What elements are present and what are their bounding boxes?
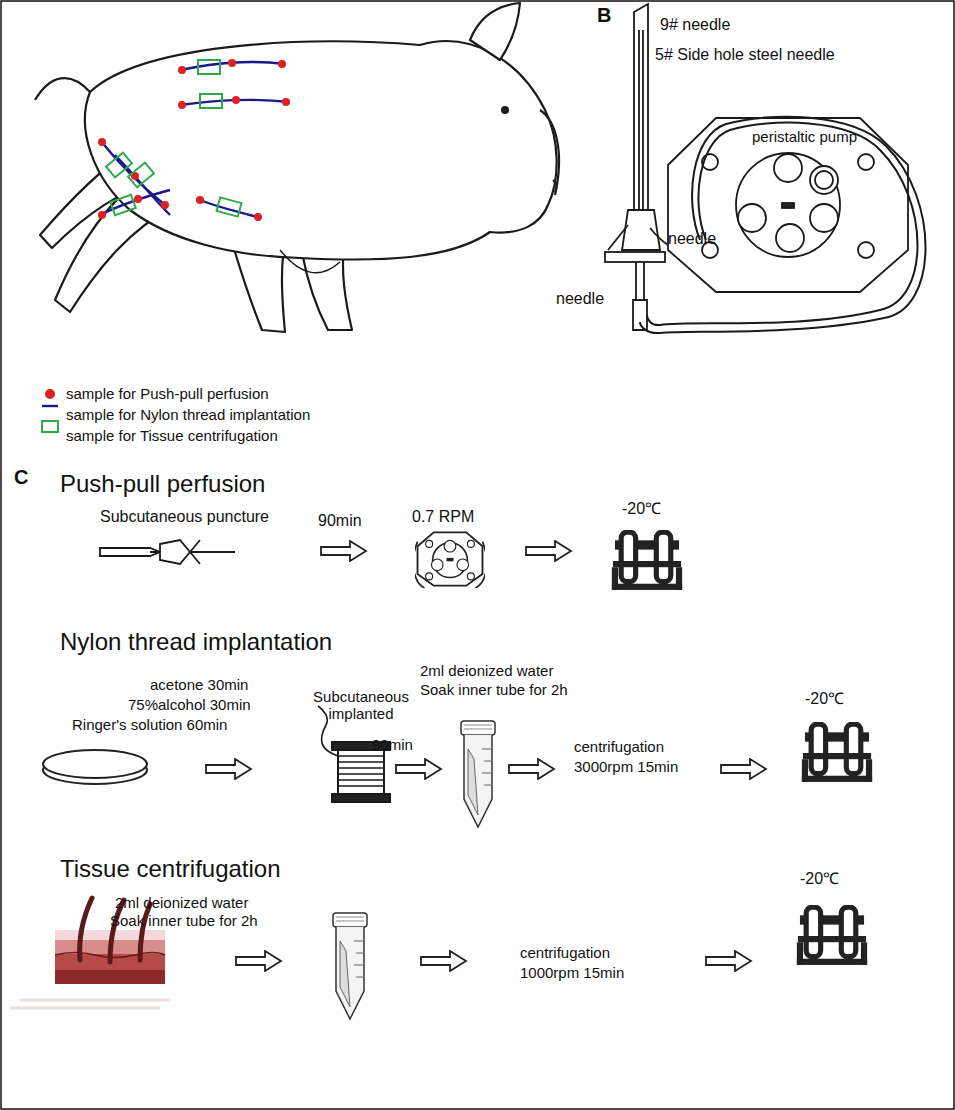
panel-heading: B — [597, 4, 611, 27]
label: 9# needle — [660, 16, 730, 34]
label: 2ml deionized water — [420, 662, 553, 679]
label: Subcutaneous puncture — [100, 508, 269, 526]
label: Soak inner tube for 2h — [110, 912, 258, 929]
label: Subcutaneous implanted — [296, 688, 426, 723]
legend-text: sample for Nylon thread implantation — [66, 406, 310, 423]
label: -20℃ — [622, 500, 661, 518]
label: centrifugation — [574, 738, 664, 755]
legend-text: sample for Push-pull perfusion — [66, 385, 269, 402]
panel-heading: Nylon thread implantation — [60, 628, 332, 656]
label: needle — [556, 290, 604, 308]
label: needle — [668, 230, 716, 248]
panel-heading: Tissue centrifugation — [60, 855, 281, 883]
panel-heading: Push-pull perfusion — [60, 470, 265, 498]
label: 5# Side hole steel needle — [655, 46, 835, 64]
label: peristaltic pump — [752, 128, 857, 145]
label: Ringer's solution 60min — [72, 716, 227, 733]
legend-text: sample for Tissue centrifugation — [66, 427, 278, 444]
label: 90min — [372, 736, 413, 753]
label: acetone 30min — [150, 676, 248, 693]
label: 90min — [318, 512, 362, 530]
panel-heading: C — [14, 466, 28, 489]
label: 3000rpm 15min — [574, 758, 678, 775]
label: 2ml deionized water — [115, 894, 248, 911]
label: 0.7 RPM — [412, 508, 474, 526]
label: 75%alcohol 30min — [128, 696, 251, 713]
label: centrifugation — [520, 944, 610, 961]
legend-swatch — [45, 389, 55, 399]
label: 1000rpm 15min — [520, 964, 624, 981]
label: -20℃ — [805, 690, 844, 708]
label: -20℃ — [800, 870, 839, 888]
label: Soak inner tube for 2h — [420, 681, 568, 698]
